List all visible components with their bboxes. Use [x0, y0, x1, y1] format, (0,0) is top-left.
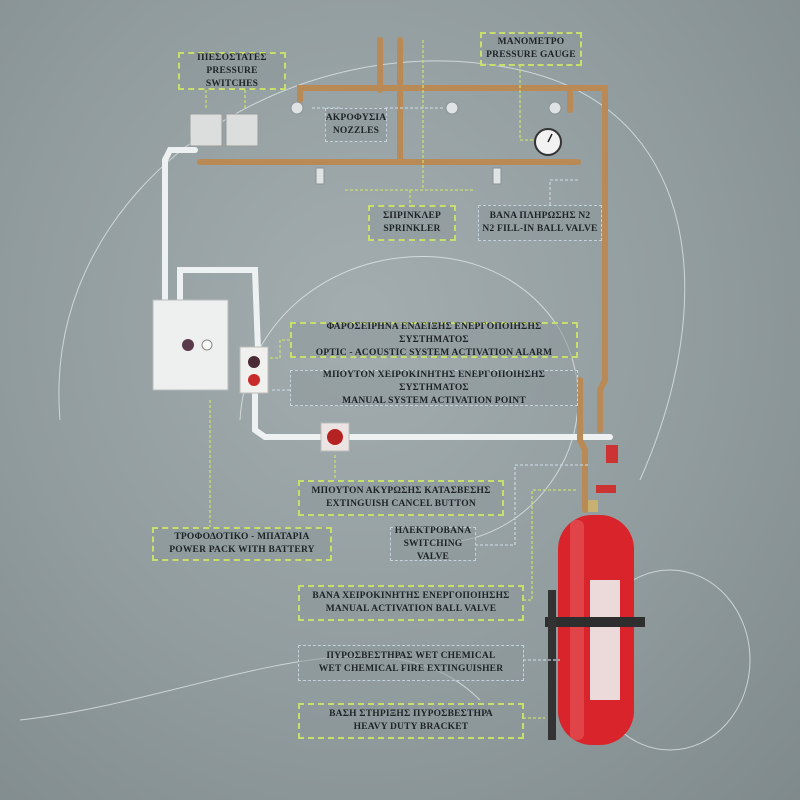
- label-cancel-button: ΜΠΟΥΤΟΝ ΑΚΥΡΩΣΗΣ ΚΑΤΑΣΒΕΣΗΣ EXTINGUISH C…: [298, 480, 504, 516]
- label-gr: ΜΠΟΥΤΟΝ ΑΚΥΡΩΣΗΣ ΚΑΤΑΣΒΕΣΗΣ: [311, 486, 491, 496]
- electrical-conduit: [162, 147, 613, 440]
- label-gr: ΒΑΝΑ ΧΕΙΡΟΚΙΝΗΤΗΣ ΕΝΕΡΓΟΠΟΙΗΣΗΣ: [312, 591, 510, 601]
- label-power-pack: ΤΡΟΦΟΔΟΤΙΚΟ - ΜΠΑΤΑΡΙΑ POWER PACK WITH B…: [152, 527, 332, 561]
- label-en: MANUAL ACTIVATION BALL VALVE: [325, 604, 497, 614]
- label-manual-activation-point: ΜΠΟΥΤΟΝ ΧΕΙΡΟΚΙΝΗΤΗΣ ΕΝΕΡΓΟΠΟΙΗΣΗΣ ΣΥΣΤΗ…: [290, 370, 578, 406]
- fire-extinguisher: [545, 515, 645, 745]
- label-fire-extinguisher: ΠΥΡΟΣΒΕΣΤΗΡΑΣ WET CHEMICAL WET CHEMICAL …: [298, 645, 524, 681]
- pressure-gauge-icon: [534, 128, 562, 156]
- label-fill-in-valve: ΒΑΝΑ ΠΛΗΡΩΣΗΣ N2 N2 FILL-IN BALL VALVE: [478, 205, 602, 241]
- copper-piping: [197, 37, 608, 513]
- power-pack-panel: [152, 299, 229, 391]
- label-en: OPTIC - ACOUSTIC SYSTEM ACTIVATION ALARM: [315, 347, 553, 358]
- label-pressure-gauge: ΜΑΝΟΜΕΤΡΟ PRESSURE GAUGE: [480, 32, 582, 66]
- nozzles: [290, 101, 562, 185]
- label-gr: ΠΙΕΣΟΣΤΑΤΕΣ: [197, 52, 267, 63]
- alarm-and-activation-box: [239, 346, 269, 394]
- label-gr: ΗΛΕΚΤΡΟΒΑΝΑ: [394, 525, 472, 536]
- label-gr: ΒΑΣΗ ΣΤΗΡΙΞΗΣ ΠΥΡΟΣΒΕΣΤΗΡΑ: [329, 709, 493, 719]
- label-nozzles: ΑΚΡΟΦΥΣΙΑ NOZZLES: [325, 108, 387, 142]
- label-en: SWITCHING VALVE: [403, 538, 463, 562]
- label-gr: ΣΠΡΙΝΚΛΕΡ: [382, 211, 442, 221]
- label-en: WET CHEMICAL FIRE EXTINGUISHER: [318, 664, 504, 674]
- cancel-button-icon: [320, 422, 350, 452]
- label-en: HEAVY DUTY BRACKET: [353, 722, 469, 732]
- label-en: NOZZLES: [332, 126, 380, 136]
- callout-lines: [205, 40, 590, 719]
- label-sprinkler: ΣΠΡΙΝΚΛΕΡ SPRINKLER: [368, 205, 456, 241]
- label-en: MANUAL SYSTEM ACTIVATION POINT: [342, 395, 526, 406]
- label-en: POWER PACK WITH BATTERY: [169, 545, 315, 555]
- label-pressure-switches: ΠΙΕΣΟΣΤΑΤΕΣ PRESSURE SWITCHES: [178, 52, 286, 90]
- label-en: PRESSURE GAUGE: [486, 50, 576, 60]
- label-en: SPRINKLER: [383, 224, 441, 234]
- label-en: PRESSURE SWITCHES: [205, 65, 259, 89]
- label-gr: ΜΠΟΥΤΟΝ ΧΕΙΡΟΚΙΝΗΤΗΣ ΕΝΕΡΓΟΠΟΙΗΣΗΣ ΣΥΣΤΗ…: [322, 369, 546, 393]
- label-gr: ΒΑΝΑ ΠΛΗΡΩΣΗΣ N2: [489, 211, 591, 221]
- label-gr: ΤΡΟΦΟΔΟΤΙΚΟ - ΜΠΑΤΑΡΙΑ: [174, 532, 310, 542]
- label-gr: ΠΥΡΟΣΒΕΣΤΗΡΑΣ WET CHEMICAL: [326, 651, 496, 661]
- pressure-switch-icons: [189, 113, 259, 147]
- label-switching-valve: ΗΛΕΚΤΡΟΒΑΝΑ SWITCHING VALVE: [390, 525, 476, 562]
- valves: [588, 445, 618, 512]
- label-gr: ΦΑΡΟΣΕΙΡΗΝΑ ΕΝΔΕΙΞΗΣ ΕΝΕΡΓΟΠΟΙΗΣΗΣ ΣΥΣΤΗ…: [326, 321, 542, 345]
- label-en: EXTINGUISH CANCEL BUTTON: [326, 499, 476, 509]
- label-gr: ΜΑΝΟΜΕΤΡΟ: [497, 37, 565, 47]
- label-en: N2 FILL-IN BALL VALVE: [482, 224, 598, 234]
- label-gr: ΑΚΡΟΦΥΣΙΑ: [325, 113, 387, 123]
- label-manual-ball-valve: ΒΑΝΑ ΧΕΙΡΟΚΙΝΗΤΗΣ ΕΝΕΡΓΟΠΟΙΗΣΗΣ MANUAL A…: [298, 585, 524, 621]
- label-activation-alarm: ΦΑΡΟΣΕΙΡΗΝΑ ΕΝΔΕΙΞΗΣ ΕΝΕΡΓΟΠΟΙΗΣΗΣ ΣΥΣΤΗ…: [290, 322, 578, 358]
- label-bracket: ΒΑΣΗ ΣΤΗΡΙΞΗΣ ΠΥΡΟΣΒΕΣΤΗΡΑ HEAVY DUTY BR…: [298, 703, 524, 739]
